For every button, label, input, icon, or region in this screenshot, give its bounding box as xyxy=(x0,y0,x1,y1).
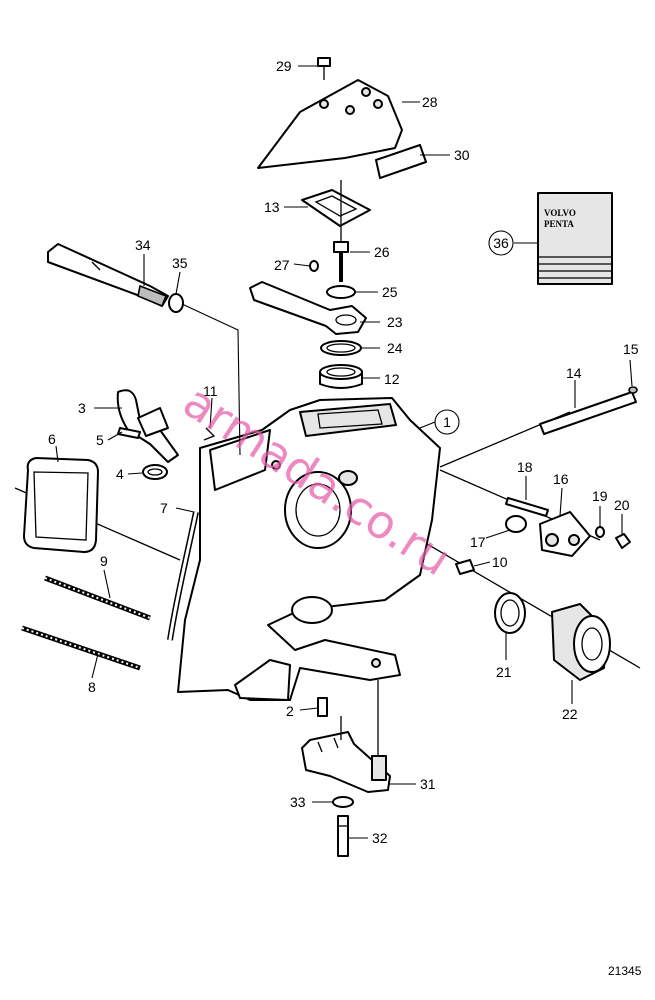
callout-20: 20 xyxy=(614,497,630,513)
callout-28: 28 xyxy=(422,94,438,110)
callout-21: 21 xyxy=(496,664,512,680)
callout-6: 6 xyxy=(48,431,56,447)
part-21-seal-ring xyxy=(494,592,526,634)
callout-35: 35 xyxy=(172,255,188,271)
part-31-bracket xyxy=(301,731,391,793)
part-7-hose xyxy=(167,511,199,641)
callout-11: 11 xyxy=(203,383,218,399)
part-33-washer xyxy=(332,796,354,808)
part-19-washer xyxy=(595,526,605,538)
part-2-pin xyxy=(317,697,328,717)
part-5-screw xyxy=(117,427,141,439)
callout-33: 33 xyxy=(290,794,306,810)
part-23-shift-lever xyxy=(249,281,367,335)
drawing-number: 21345 xyxy=(608,964,642,978)
callout-15: 15 xyxy=(623,341,639,357)
callout-26: 26 xyxy=(374,244,390,260)
part-6-cover-gasket xyxy=(23,457,99,553)
part-34-shift-shaft xyxy=(47,243,169,308)
callout-29: 29 xyxy=(276,58,292,74)
part-17-o-ring xyxy=(505,515,527,533)
callout-25: 25 xyxy=(382,284,398,300)
callout-2: 2 xyxy=(286,703,294,719)
part-12-bearing xyxy=(319,364,363,389)
part-18-pin xyxy=(505,497,549,517)
part-3-pipe-elbow xyxy=(116,389,179,463)
callout-27: 27 xyxy=(274,257,290,273)
part-20-nut xyxy=(615,533,631,549)
part-16-bearing-housing xyxy=(539,511,591,557)
callout-36-circle xyxy=(488,230,514,256)
callout-16: 16 xyxy=(553,471,569,487)
callout-13: 13 xyxy=(264,199,280,215)
callout-22: 22 xyxy=(562,706,578,722)
part-35-o-ring xyxy=(168,293,184,313)
callout-24: 24 xyxy=(387,340,403,356)
callout-30: 30 xyxy=(454,147,470,163)
callout-34: 34 xyxy=(135,237,151,253)
callout-8: 8 xyxy=(88,679,96,695)
part-30-decal xyxy=(375,144,427,179)
callout-32: 32 xyxy=(372,830,388,846)
callout-19: 19 xyxy=(592,488,608,504)
callout-3: 3 xyxy=(78,400,86,416)
callout-31: 31 xyxy=(420,776,436,792)
callout-9: 9 xyxy=(100,553,108,569)
callout-12: 12 xyxy=(384,371,400,387)
part-13-gasket xyxy=(301,189,371,227)
callout-labels: 1 2 3 4 5 6 7 8 9 10 11 12 13 14 15 16 1… xyxy=(48,58,639,846)
part-1-upper-gear-housing xyxy=(177,397,441,701)
callout-4: 4 xyxy=(116,466,124,482)
part-15-pin xyxy=(628,386,638,394)
callout-7: 7 xyxy=(160,500,168,516)
part-29-screw xyxy=(317,57,331,80)
callout-18: 18 xyxy=(517,459,533,475)
callout-10: 10 xyxy=(492,554,508,570)
part-28-top-cover xyxy=(257,79,403,169)
part-24-o-ring xyxy=(320,340,362,356)
part-25-lock-washer xyxy=(326,285,356,299)
part-26-bolt xyxy=(333,241,349,282)
callout-17: 17 xyxy=(470,534,486,550)
part-4-o-ring xyxy=(142,464,168,480)
callout-23: 23 xyxy=(387,314,403,330)
manual-brand-line1: VOLVO xyxy=(544,208,576,218)
callout-1: 1 xyxy=(443,414,451,430)
part-10-plug xyxy=(455,559,475,575)
part-8-stud xyxy=(21,625,141,671)
callout-5: 5 xyxy=(96,432,104,448)
callout-36: 36 xyxy=(493,235,509,251)
part-22-bearing xyxy=(551,603,611,681)
manual-brand-line2: PENTA xyxy=(544,219,574,229)
part-11-clip xyxy=(203,427,216,441)
part-27-pin xyxy=(309,260,319,272)
part-9-stud xyxy=(44,575,151,621)
callout-14: 14 xyxy=(566,365,582,381)
part-32-screw xyxy=(337,815,349,857)
part-14-shaft xyxy=(539,391,637,435)
part-36-instruction-manual: VOLVO PENTA xyxy=(537,192,613,285)
leader-lines xyxy=(55,65,633,839)
callout-1-circle xyxy=(434,409,460,435)
